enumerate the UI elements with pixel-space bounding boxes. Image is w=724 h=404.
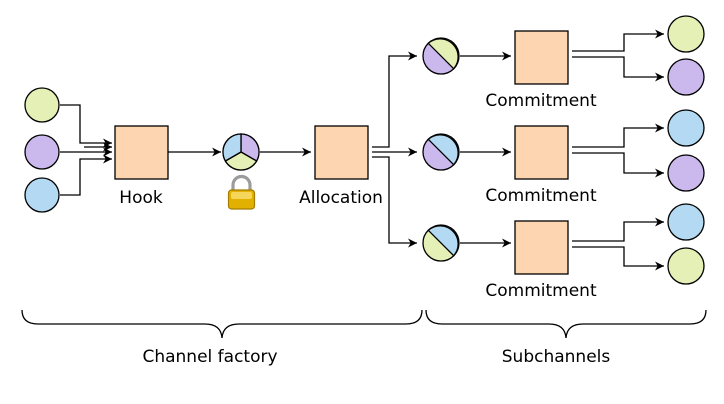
output-coin-purple-1: [667, 58, 705, 96]
channel-factory-label: Channel factory: [142, 347, 277, 367]
channel-coin-2: [422, 133, 460, 171]
input-coin-purple: [24, 134, 60, 170]
output-coin-green-3: [667, 247, 705, 285]
commitment-box-2: [514, 125, 569, 180]
output-coin-blue-3: [667, 203, 705, 241]
allocation-wires: [372, 51, 417, 248]
channel-factory-brace: [21, 309, 423, 339]
hook-box: [114, 125, 169, 180]
output-coin-green-1: [667, 15, 705, 53]
output-coin-purple-2: [667, 154, 705, 192]
commitment-box-1: [514, 30, 569, 85]
subchannels-brace: [425, 309, 707, 339]
funding-coin: [222, 133, 260, 171]
channel-coin-1: [422, 37, 460, 75]
commitment-label-2: Commitment: [485, 186, 597, 206]
output-coin-blue-2: [667, 109, 705, 147]
input-coin-blue: [24, 177, 60, 213]
subchannels-label: Subchannels: [502, 347, 611, 367]
lock-icon: [227, 174, 256, 210]
hook-label: Hook: [119, 188, 163, 208]
input-coins: [24, 87, 60, 213]
input-coin-green: [24, 87, 60, 123]
commitment-label-3: Commitment: [485, 281, 597, 301]
commitment-box-3: [514, 220, 569, 275]
channel-coin-3: [422, 224, 460, 262]
allocation-box: [314, 125, 369, 180]
input-wires: [60, 104, 112, 196]
commitment-label-1: Commitment: [485, 91, 597, 111]
allocation-label: Allocation: [299, 188, 383, 208]
